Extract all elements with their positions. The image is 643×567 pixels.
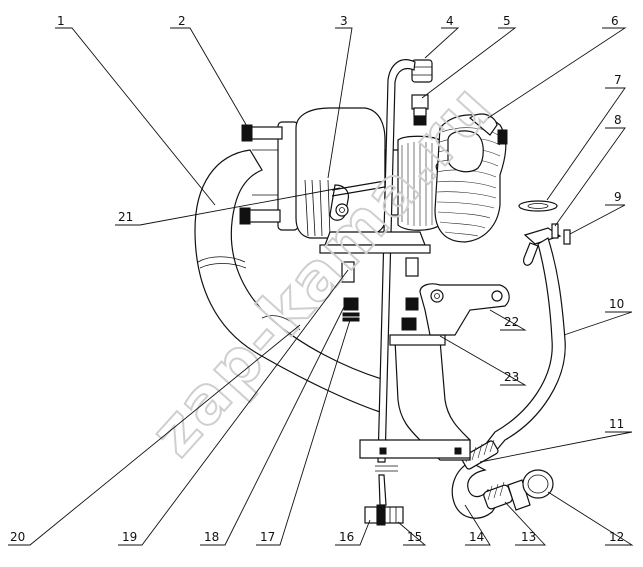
bolt-8 [523,223,571,245]
callout-21: 21 [118,210,133,224]
callout-3: 3 [340,14,348,28]
ring-12 [522,469,554,499]
callout-22: 22 [504,315,519,329]
callout-6: 6 [611,14,619,28]
callout-23: 23 [504,370,519,384]
callout-1: 1 [57,14,65,28]
callout-20: 20 [10,530,25,544]
callout-11: 11 [609,417,624,431]
callout-9: 9 [614,190,622,204]
return-tube-9-10 [484,237,566,453]
oil-pipe-4 [375,59,433,506]
callout-15: 15 [407,530,422,544]
callout-16: 16 [339,530,354,544]
exhaust-elbow-23 [319,231,471,461]
callout-2: 2 [178,14,186,28]
clamp-13 [483,479,531,511]
callout-13: 13 [521,530,536,544]
callout-5: 5 [503,14,511,28]
callout-8: 8 [614,113,622,127]
fitting-15-16 [364,504,404,526]
flange-2 [239,121,299,231]
bracket-22 [419,283,510,336]
bolts-17-18 [341,257,419,331]
callout-labels: 1 2 3 4 5 6 7 8 9 10 11 12 13 14 15 16 1… [10,14,624,544]
compressor-housing-6 [434,113,508,243]
fitting-5 [411,94,429,126]
gasket-7 [518,200,558,212]
callout-4: 4 [446,14,454,28]
callout-19: 19 [122,530,137,544]
callout-12: 12 [609,530,624,544]
callout-17: 17 [260,530,275,544]
leader-lines [8,27,634,546]
callout-10: 10 [609,297,624,311]
callout-18: 18 [204,530,219,544]
callout-14: 14 [469,530,484,544]
callout-7: 7 [614,73,622,87]
